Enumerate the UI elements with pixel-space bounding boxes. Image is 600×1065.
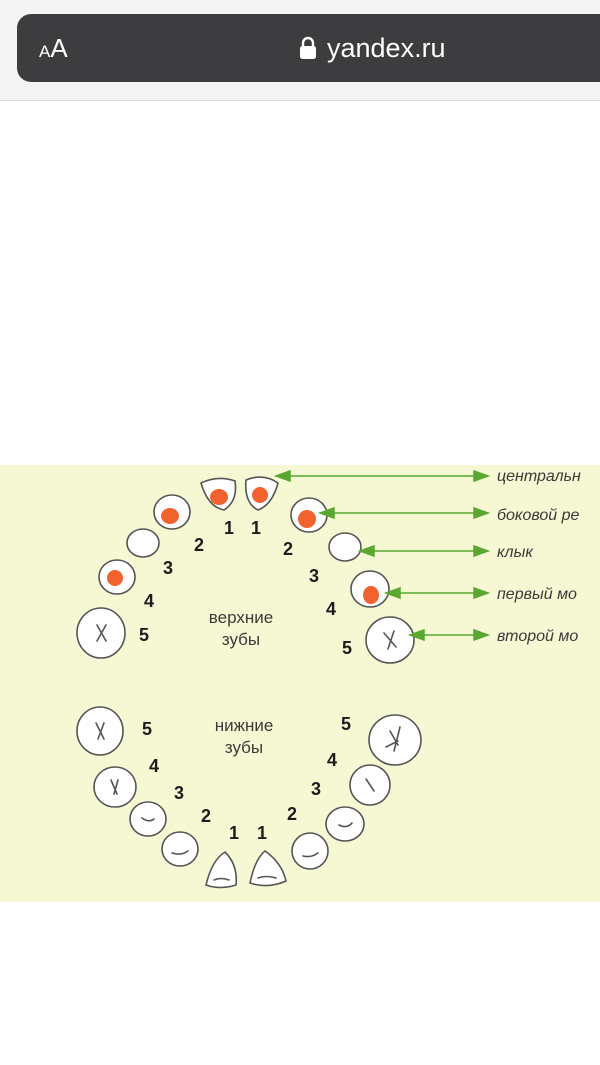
upper-caption-line2: зубы — [222, 630, 260, 649]
lower-right-number-5: 5 — [341, 714, 351, 734]
groove-lower-left-1 — [257, 875, 277, 879]
tooth-lower-right-3 — [129, 801, 167, 837]
tooth-upper-right-3 — [126, 528, 160, 558]
groove-upper-right-5 — [96, 624, 107, 642]
tooth-lower-left-1 — [249, 849, 287, 887]
mark-upper-right-2 — [161, 508, 179, 524]
lower-right-number-1: 1 — [257, 823, 267, 843]
groove-lower-left-5 — [385, 726, 401, 752]
mark-upper-left-4 — [363, 586, 379, 604]
lower-right-number-4: 4 — [327, 750, 337, 770]
lower-caption-line2: зубы — [225, 738, 263, 757]
groove-lower-right-4 — [110, 779, 119, 795]
text-size-button[interactable]: AA — [39, 34, 68, 62]
upper-right-number-3: 3 — [309, 566, 319, 586]
upper-right-number-5: 5 — [342, 638, 352, 658]
lower-left-number-3: 3 — [174, 783, 184, 803]
label-canine: клык — [497, 544, 534, 561]
upper-right-number-2: 2 — [283, 539, 293, 559]
upper-caption-line1: верхние — [209, 608, 273, 627]
upper-right-number-1: 1 — [251, 518, 261, 538]
groove-lower-left-2 — [302, 852, 319, 858]
domain-display[interactable]: yandex.ru — [299, 32, 446, 64]
text-size-small: A — [39, 42, 51, 61]
label-second-molar: второй мо — [497, 628, 578, 645]
upper-left-number-4: 4 — [144, 591, 154, 611]
mark-upper-left-2 — [298, 510, 316, 528]
lower-left-number-1: 1 — [229, 823, 239, 843]
text-size-large: A — [50, 33, 68, 63]
groove-upper-left-5 — [383, 630, 397, 650]
mark-upper-right-4 — [107, 570, 123, 586]
upper-right-number-4: 4 — [326, 599, 336, 619]
address-bar[interactable]: AA yandex.ru — [17, 14, 600, 82]
groove-lower-left-3 — [338, 822, 353, 828]
lower-right-number-2: 2 — [287, 804, 297, 824]
groove-lower-right-5 — [95, 722, 105, 740]
mark-upper-right-1 — [210, 489, 228, 505]
domain-text: yandex.ru — [327, 32, 446, 63]
tooth-lower-right-1 — [205, 850, 238, 889]
label-lateral: боковой ре — [497, 507, 579, 524]
groove-lower-right-3 — [141, 817, 155, 822]
upper-left-number-1: 1 — [224, 518, 234, 538]
label-central: центральн — [497, 468, 581, 485]
label-first-molar: первый мо — [497, 586, 577, 603]
groove-lower-right-2 — [171, 850, 189, 855]
upper-left-number-3: 3 — [163, 558, 173, 578]
tooth-upper-left-3 — [328, 532, 362, 562]
lower-left-number-4: 4 — [149, 756, 159, 776]
lock-icon — [300, 36, 316, 59]
teeth-diagram-svg: центральн боковой ре клык первый мо втор… — [76, 468, 581, 889]
lower-right-number-3: 3 — [311, 779, 321, 799]
groove-lower-right-1 — [213, 877, 230, 881]
tooth-lower-left-2 — [291, 832, 329, 870]
tooth-lower-left-3 — [325, 806, 365, 842]
lower-left-number-2: 2 — [201, 806, 211, 826]
upper-left-number-5: 5 — [139, 625, 149, 645]
tooth-lower-right-4 — [93, 766, 137, 808]
tooth-lower-right-2 — [161, 831, 199, 867]
upper-left-number-2: 2 — [194, 535, 204, 555]
groove-lower-left-4 — [365, 778, 375, 792]
lower-caption-line1: нижние — [215, 716, 274, 735]
browser-toolbar: AA yandex.ru — [0, 0, 600, 101]
mark-upper-left-1 — [252, 487, 268, 503]
lower-left-number-5: 5 — [142, 719, 152, 739]
teeth-diagram: центральн боковой ре клык первый мо втор… — [0, 465, 600, 902]
